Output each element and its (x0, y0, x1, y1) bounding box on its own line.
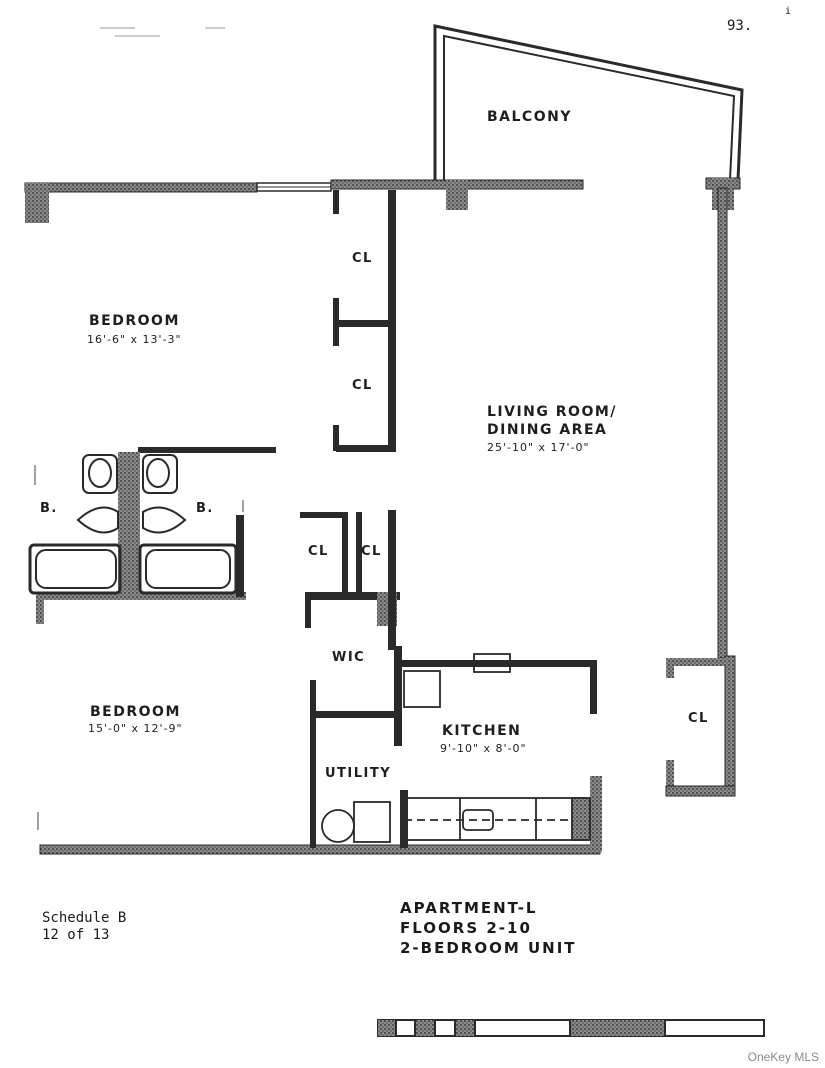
bath-fixtures (28, 454, 238, 595)
balcony-label: BALCONY (487, 109, 572, 125)
unit-info: APARTMENT-L FLOORS 2-10 2-BEDROOM UNIT (400, 898, 577, 958)
bath-2-label: B. (196, 501, 214, 516)
exterior-walls (24, 177, 741, 855)
closet-1-label: CL (352, 251, 373, 266)
header-scribble (100, 27, 225, 37)
closet-3-label: CL (308, 544, 329, 559)
page-number: 93. (727, 18, 753, 34)
bedroom-2-label: BEDROOM (90, 704, 181, 720)
corner-mark: i (785, 6, 792, 17)
schedule-line-1: Schedule B (42, 910, 127, 926)
kitchen-fixtures (321, 653, 591, 843)
bedroom-2-dimensions: 15'-0" x 12'-9" (88, 722, 183, 735)
closet-4-label: CL (361, 544, 382, 559)
bath-1-label: B. (40, 501, 58, 516)
unit-line-3: 2-BEDROOM UNIT (400, 939, 577, 957)
unit-line-1: APARTMENT-L (400, 899, 538, 917)
living-room-label: LIVING ROOM/ (487, 404, 617, 420)
schedule-note: Schedule B 12 of 13 (42, 910, 126, 944)
schedule-line-2: 12 of 13 (42, 927, 110, 943)
wic-label: WIC (332, 650, 365, 665)
pencil-marks (34, 465, 244, 830)
kitchen-dimensions: 9'-10" x 8'-0" (440, 742, 527, 755)
dining-area-label: DINING AREA (487, 422, 607, 438)
watermark: OneKey MLS (747, 1050, 819, 1064)
living-dining-dimensions: 25'-10" x 17'-0" (487, 441, 590, 454)
balcony-outline (433, 24, 744, 182)
utility-label: UTILITY (325, 766, 391, 781)
scale-bar (377, 1019, 765, 1037)
closet-2-label: CL (352, 378, 373, 393)
bedroom-1-label: BEDROOM (89, 313, 180, 329)
unit-line-2: FLOORS 2-10 (400, 919, 532, 937)
kitchen-label: KITCHEN (442, 723, 521, 739)
bedroom-1-dimensions: 16'-6" x 13'-3" (87, 333, 182, 346)
closet-5-label: CL (688, 711, 709, 726)
